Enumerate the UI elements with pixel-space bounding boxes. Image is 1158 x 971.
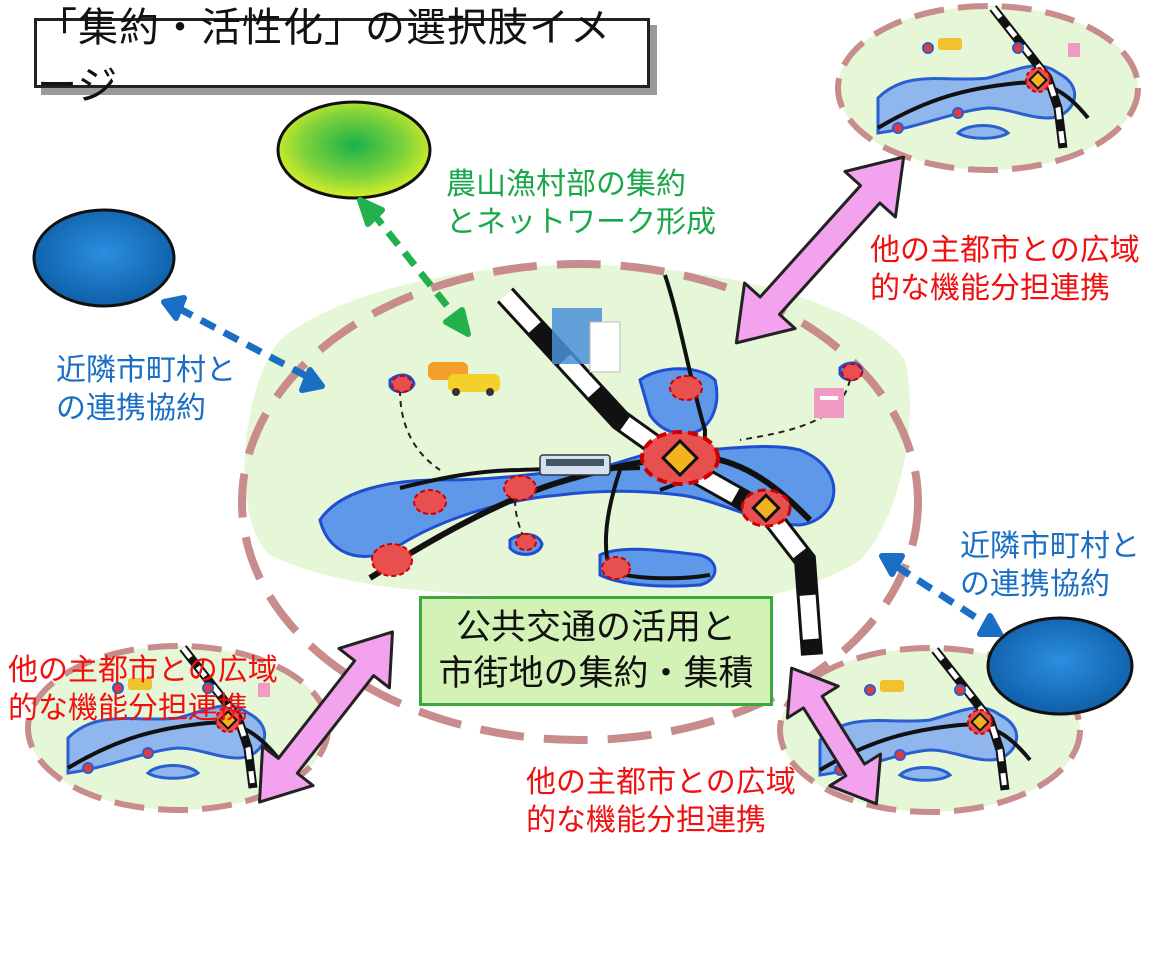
neighbor-agreement-label-left: 近隣市町村と の連携協約 bbox=[56, 353, 236, 426]
rural-area-node bbox=[276, 100, 432, 200]
rural-network-label: 農山漁村部の集約 とネットワーク形成 bbox=[446, 167, 716, 240]
wide-area-label-bottom: 他の主都市との広域 的な機能分担連携 bbox=[526, 765, 796, 838]
building-icon bbox=[814, 388, 844, 418]
car-icon bbox=[428, 362, 500, 396]
neighbor-municipality-node-right bbox=[986, 616, 1134, 716]
central-city-area bbox=[238, 260, 922, 744]
central-strategy-box: 公共交通の活用と 市街地の集約・集積 bbox=[419, 596, 773, 706]
wide-area-arrow-left bbox=[258, 630, 394, 804]
building-icon bbox=[552, 308, 621, 373]
wide-area-arrow-top-right bbox=[734, 155, 906, 345]
bus-icon bbox=[539, 454, 611, 476]
station-icon bbox=[640, 430, 720, 486]
wide-area-label-top-right: 他の主都市との広域 的な機能分担連携 bbox=[870, 233, 1140, 306]
neighbor-link-arrow-right bbox=[894, 563, 988, 627]
satellite-city-top-right bbox=[838, 6, 1138, 170]
stop-markers bbox=[371, 363, 863, 580]
rural-network-arrow bbox=[369, 209, 463, 325]
wide-area-arrow-bottom bbox=[785, 666, 883, 806]
page-title: 「集約・活性化」の選択肢イメージ bbox=[34, 5, 650, 109]
neighbor-municipality-node-left bbox=[32, 208, 176, 308]
station-icon bbox=[740, 488, 792, 528]
neighbor-agreement-label-right: 近隣市町村と の連携協約 bbox=[960, 529, 1140, 602]
wide-area-label-left: 他の主都市との広域 的な機能分担連携 bbox=[8, 653, 278, 726]
